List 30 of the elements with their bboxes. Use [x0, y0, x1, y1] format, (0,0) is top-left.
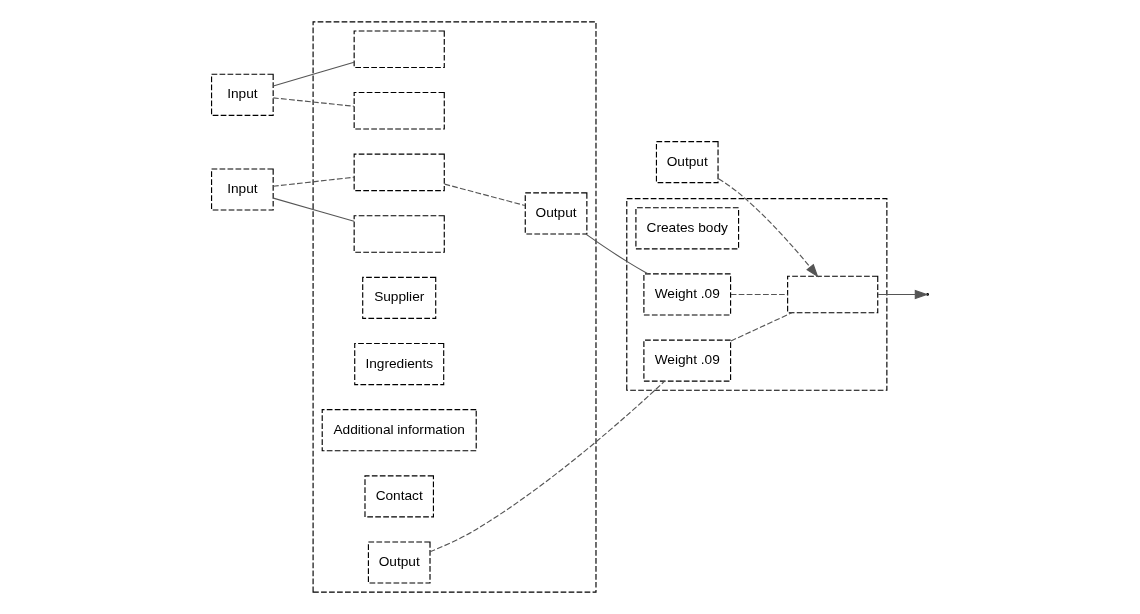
node-box: Output: [367, 541, 431, 584]
connector: [429, 380, 666, 553]
arrow: [877, 289, 929, 300]
connector: [272, 197, 355, 222]
node-box: Supplier: [362, 276, 437, 319]
connector: [272, 97, 355, 107]
node-box: [353, 153, 445, 192]
node-box: [353, 91, 445, 130]
connector: [272, 176, 355, 187]
node-box: Output: [655, 141, 719, 184]
connector: [585, 233, 649, 275]
arrow: [717, 178, 819, 278]
connector: [730, 293, 788, 295]
node-box: Input: [211, 168, 274, 211]
node-box: Contact: [364, 475, 434, 518]
connector: [730, 312, 793, 342]
cluster: [312, 21, 597, 593]
node-box: Creates body: [635, 207, 740, 250]
node-box: [787, 275, 879, 314]
node-box: Weight .09: [643, 339, 732, 382]
node-box: Output: [524, 192, 588, 235]
connector: [444, 183, 526, 207]
node-box: Ingredients: [354, 342, 445, 386]
node-box: Input: [211, 73, 274, 116]
node-box: [353, 30, 445, 68]
connector: [272, 61, 355, 87]
cluster: [626, 198, 888, 391]
node-box: [353, 215, 445, 253]
node-box: Weight .09: [643, 273, 732, 316]
node-box: Additional information: [321, 409, 477, 452]
